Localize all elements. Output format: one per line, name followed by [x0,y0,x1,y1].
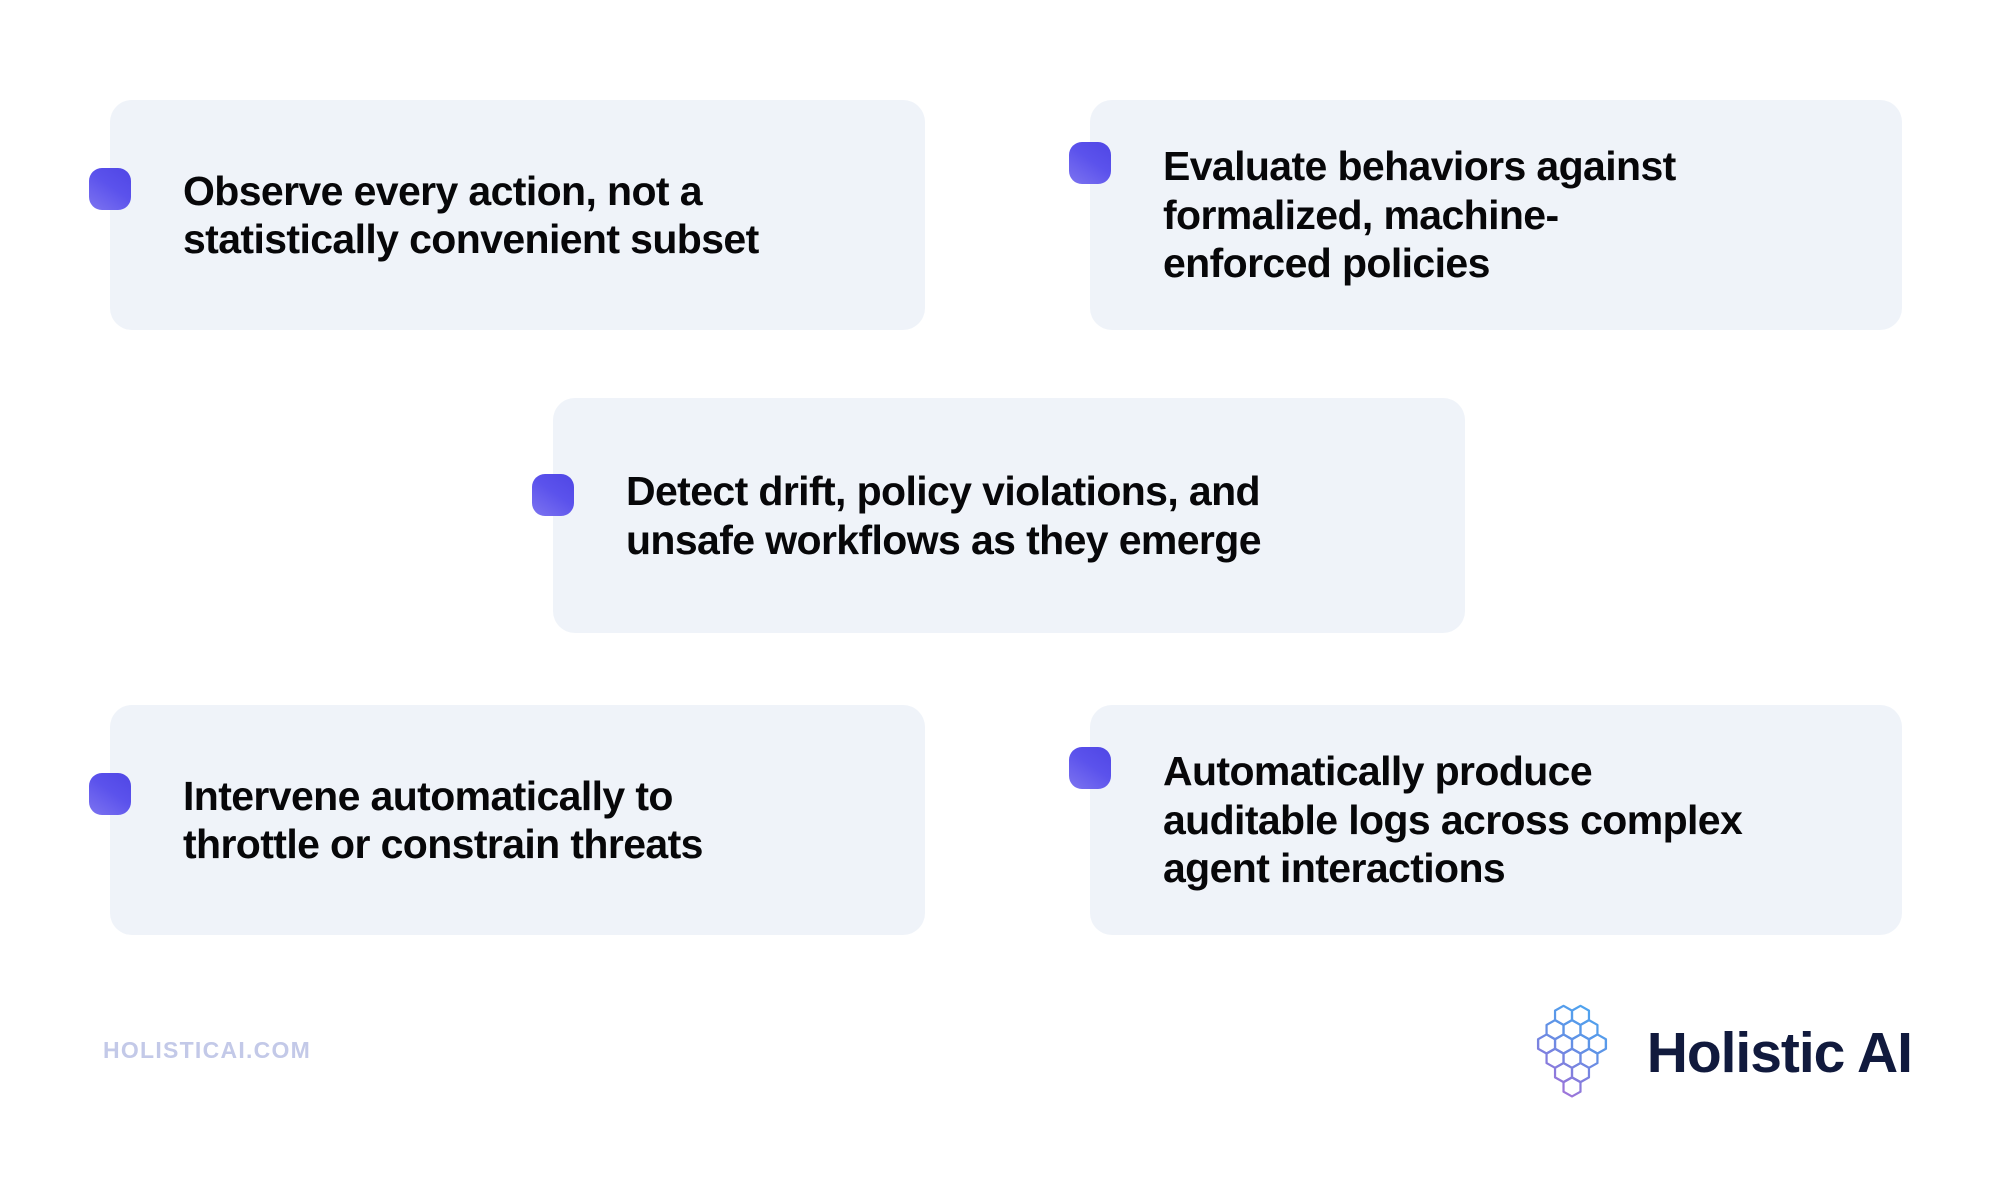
card-evaluate: Evaluate behaviors against formalized, m… [1069,100,1902,330]
brand-lockup: Holistic AI [1519,1000,1913,1106]
card-intervene-inner: Intervene automatically to throttle or c… [89,705,925,935]
card-observe-inner: Observe every action, not a statisticall… [89,100,925,330]
card-observe: Observe every action, not a statisticall… [89,100,925,330]
card-detect-inner: Detect drift, policy violations, and uns… [532,398,1465,633]
card-evaluate-inner: Evaluate behaviors against formalized, m… [1069,100,1902,330]
card-logs-text: Automatically produce auditable logs acr… [1163,748,1743,892]
square-bullet-icon [532,474,574,516]
card-evaluate-text: Evaluate behaviors against formalized, m… [1163,143,1676,287]
square-bullet-icon [89,168,131,210]
card-intervene: Intervene automatically to throttle or c… [89,705,925,935]
square-bullet-icon [1069,142,1111,184]
square-bullet-icon [89,773,131,815]
brand-wordmark: Holistic AI [1646,1020,1913,1085]
card-logs-inner: Automatically produce auditable logs acr… [1069,705,1902,935]
card-detect: Detect drift, policy violations, and uns… [532,398,1465,633]
hexagon-lattice-logo-icon [1536,1004,1607,1098]
card-intervene-text: Intervene automatically to throttle or c… [183,772,703,867]
card-detect-text: Detect drift, policy violations, and uns… [626,468,1262,563]
card-observe-text: Observe every action, not a statisticall… [183,167,759,262]
square-bullet-icon [1069,747,1111,789]
card-logs: Automatically produce auditable logs acr… [1069,705,1902,935]
footer-website-url: HOLISTICAI.COM [103,1037,312,1063]
